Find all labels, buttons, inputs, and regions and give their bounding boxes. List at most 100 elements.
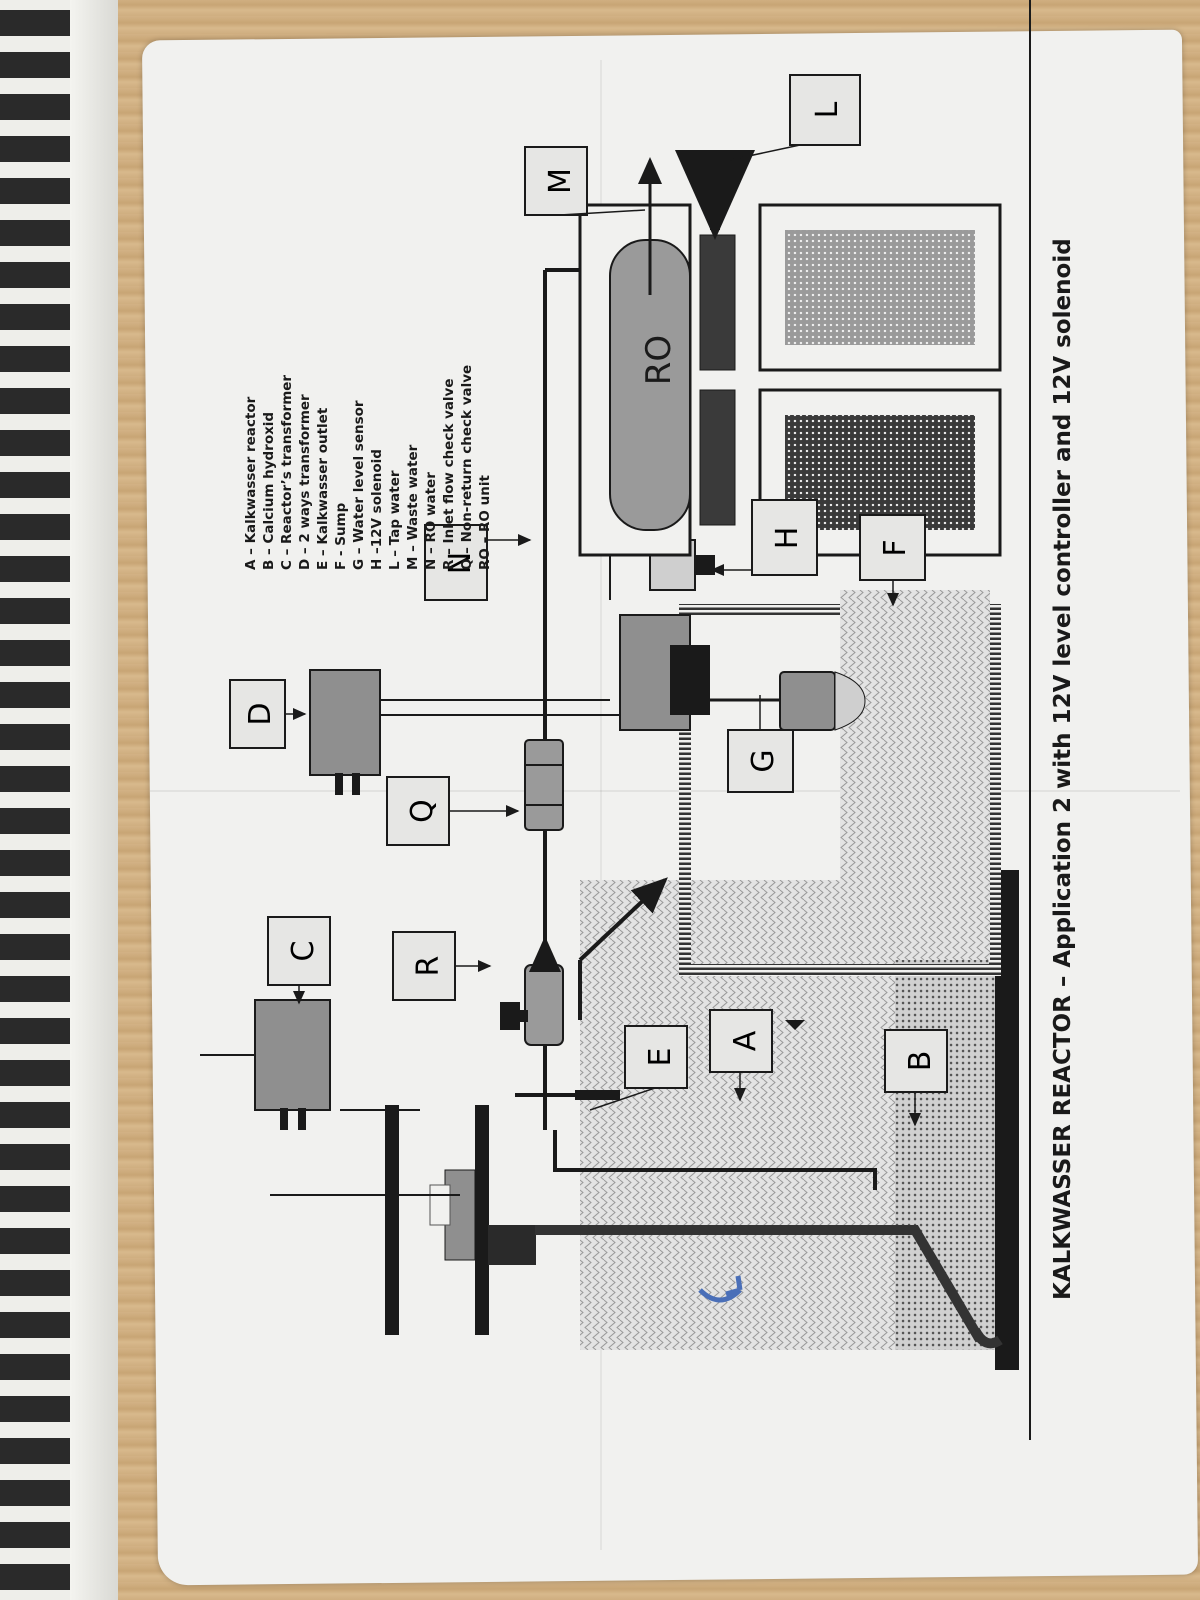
sump-water (840, 590, 990, 960)
reactor-wall (385, 1105, 399, 1335)
label-l: L (810, 101, 845, 118)
water-level-sensor (779, 671, 836, 731)
radiator-slot (0, 934, 70, 960)
legend-item: B – Calcium hydroxid (261, 412, 277, 570)
radiator-slot (0, 94, 70, 120)
label-box-l: L (729, 74, 861, 161)
legend-item: F - Sump (333, 502, 349, 570)
legend-item: Q – Non-return check valve (459, 365, 475, 570)
radiator-slot (0, 1522, 70, 1548)
legend-item: A – Kalkwasser reactor (243, 396, 259, 570)
label-box-f: F (859, 514, 926, 607)
label-g: G (746, 749, 781, 772)
radiator-slot (0, 514, 70, 540)
motor-cap (429, 1184, 451, 1226)
sediment-filter (785, 230, 975, 345)
radiator-slot (0, 1270, 70, 1296)
radiator-slot (0, 1228, 70, 1254)
radiator-slot (0, 976, 70, 1002)
paper-fold (600, 60, 602, 1550)
plug-pin (352, 773, 360, 795)
label-r: R (411, 956, 446, 977)
radiator-slot (0, 430, 70, 456)
radiator-slot (0, 598, 70, 624)
radiator-slot (0, 1480, 70, 1506)
radiator-slot (0, 472, 70, 498)
pre-filter (699, 234, 736, 371)
radiator (0, 0, 118, 1600)
legend-item: D – 2 ways transformer (297, 394, 313, 570)
label-m: M (543, 168, 578, 194)
label-d: D (243, 702, 278, 725)
flow-arrow (785, 1020, 805, 1030)
ro-unit: RO (578, 150, 1002, 557)
kalkwasser-reactor (270, 870, 1019, 1370)
reactor-base (995, 870, 1019, 1370)
radiator-slot (0, 262, 70, 288)
radiator-slot (0, 1396, 70, 1422)
label-a: A (728, 1030, 763, 1051)
radiator-slot (0, 304, 70, 330)
radiator-slot (0, 178, 70, 204)
label-box-a: A (709, 1009, 773, 1102)
plug-pin (280, 1108, 288, 1130)
label-box-b: B (884, 1029, 948, 1127)
reactor-wall (475, 1105, 489, 1335)
radiator-slot (0, 1186, 70, 1212)
radiator-slot (0, 10, 70, 36)
inlet-flow-check-valve (524, 964, 564, 1046)
radiator-slot (0, 1144, 70, 1170)
label-q: Q (405, 799, 440, 823)
label-e: E (643, 1048, 678, 1067)
radiator-slot (0, 1018, 70, 1044)
impeller-foot (970, 1327, 1003, 1349)
radiator-slot (0, 1354, 70, 1380)
label-box-e: E (589, 1025, 688, 1111)
label-box-n: N (424, 524, 532, 601)
radiator-slot (0, 1102, 70, 1128)
radiator-slot (0, 346, 70, 372)
label-c: C (286, 941, 321, 962)
radiator-slot (0, 1438, 70, 1464)
ro-label: RO (639, 335, 679, 385)
pre-filter (699, 389, 736, 526)
two-ways-transformer (309, 669, 381, 776)
plug-pin (298, 1108, 306, 1130)
sensor-bracket (670, 645, 710, 715)
label-h: H (770, 527, 805, 550)
radiator-slot (0, 136, 70, 162)
label-box-g: G (727, 695, 794, 793)
radiator-slot (0, 556, 70, 582)
radiator-slot (0, 724, 70, 750)
legend-item: L – Tap water (387, 470, 403, 570)
impeller-coupling (488, 1225, 536, 1265)
radiator-slot (0, 808, 70, 834)
legend-item: M – Waste water (405, 444, 421, 570)
plug-pin (335, 773, 343, 795)
outlet-pipe (578, 877, 668, 962)
legend-item: N – RO water (423, 472, 439, 570)
radiator-slot (0, 1312, 70, 1338)
radiator-slot (0, 1564, 70, 1590)
carbon-filter (785, 415, 975, 530)
valve-knob (500, 1002, 520, 1030)
radiator-slot (0, 682, 70, 708)
label-box-r: R (392, 931, 492, 1001)
label-n: N (443, 552, 478, 574)
reactor-transformer (254, 999, 331, 1111)
non-return-check-valve (524, 739, 564, 831)
legend-item: E – Kalkwasser outlet (315, 407, 331, 570)
impeller-shaft (535, 1225, 985, 1343)
radiator-slot (0, 850, 70, 876)
legend-item: C – Reactor’s transformer (279, 375, 295, 570)
radiator-slot (0, 388, 70, 414)
inlet-pipe (553, 1130, 877, 1190)
paper-fold (150, 790, 1180, 792)
rotation-icon (698, 1275, 743, 1303)
legend-item: R – Inlet flow check valve (441, 378, 457, 570)
label-box-m: M (524, 146, 646, 216)
label-box-q: Q (386, 776, 520, 846)
